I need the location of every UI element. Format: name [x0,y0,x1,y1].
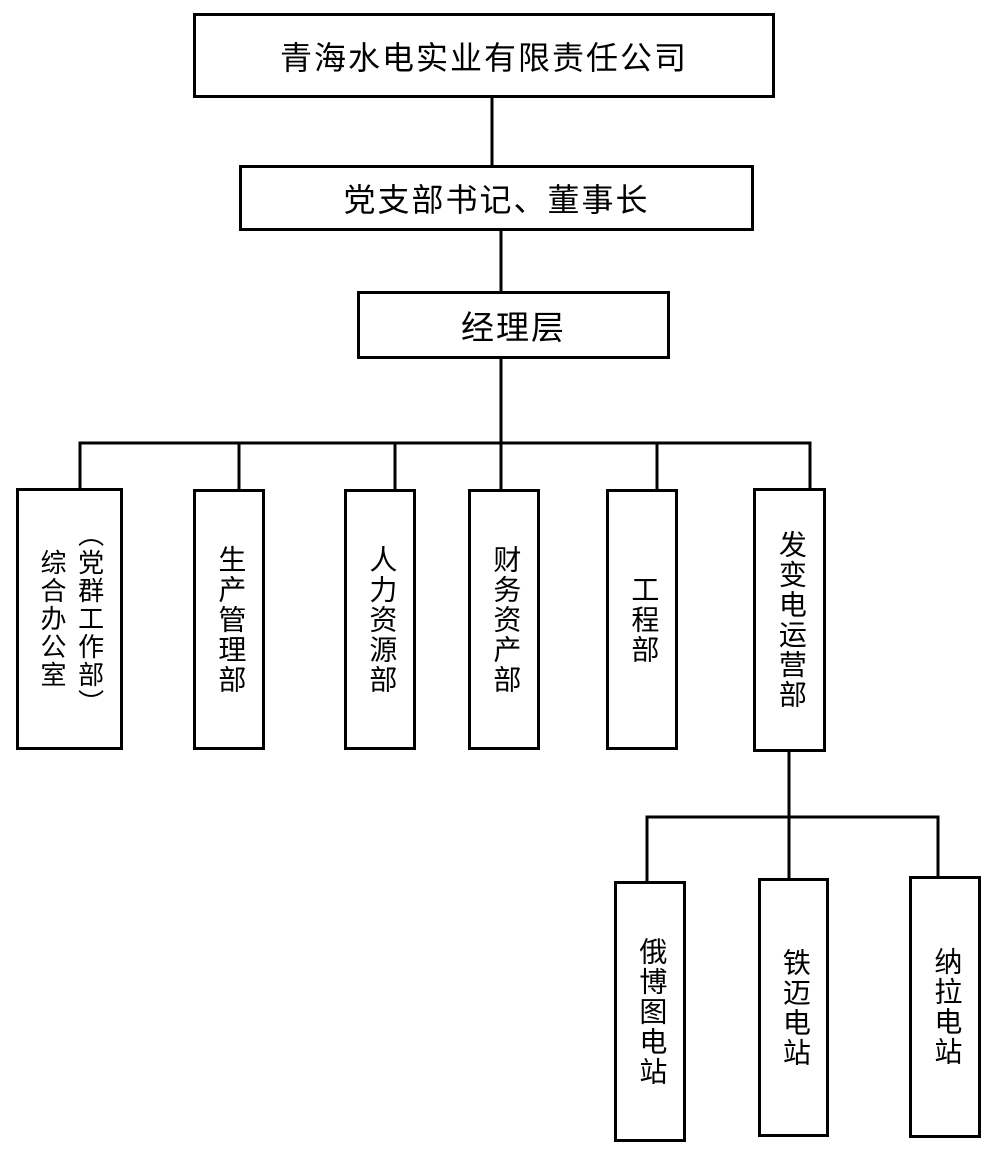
node-station-ebotu: 俄博图电站 [614,881,686,1142]
dept-production-management-label: 生产管理部 [214,544,246,695]
node-dept-production-management: 生产管理部 [193,489,265,750]
station-tiemai-label: 铁迈电站 [778,947,810,1068]
dept-general-office-columns: 综合办公室 （党群工作部） [36,521,104,717]
node-dept-finance-assets: 财务资产部 [468,489,540,750]
node-dept-general-office: 综合办公室 （党群工作部） [16,488,123,750]
dept-human-resources-label: 人力资源部 [365,544,397,695]
dept-engineering-label: 工程部 [627,574,659,665]
dept-finance-assets-label: 财务资产部 [489,544,521,695]
node-management-level: 经理层 [357,291,670,359]
dept-power-generation-operations-label: 发变电运营部 [774,530,806,710]
node-station-nala: 纳拉电站 [909,876,981,1138]
dept-general-office-label: 综合办公室 [37,549,66,689]
node-station-tiemai: 铁迈电站 [758,878,829,1137]
node-company-root: 青海水电实业有限责任公司 [193,13,775,98]
management-level-label: 经理层 [461,311,566,347]
node-party-secretary-chairman: 党支部书记、董事长 [239,165,754,231]
node-dept-power-generation-operations: 发变电运营部 [753,488,826,752]
company-root-label: 青海水电实业有限责任公司 [279,39,688,76]
station-ebotu-label: 俄博图电站 [635,936,667,1087]
node-dept-human-resources: 人力资源部 [344,489,416,750]
station-nala-label: 纳拉电站 [930,947,962,1067]
dept-general-office-sublabel: （党群工作部） [74,521,104,717]
node-dept-engineering: 工程部 [606,489,678,750]
party-secretary-chairman-label: 党支部书记、董事长 [343,182,650,218]
